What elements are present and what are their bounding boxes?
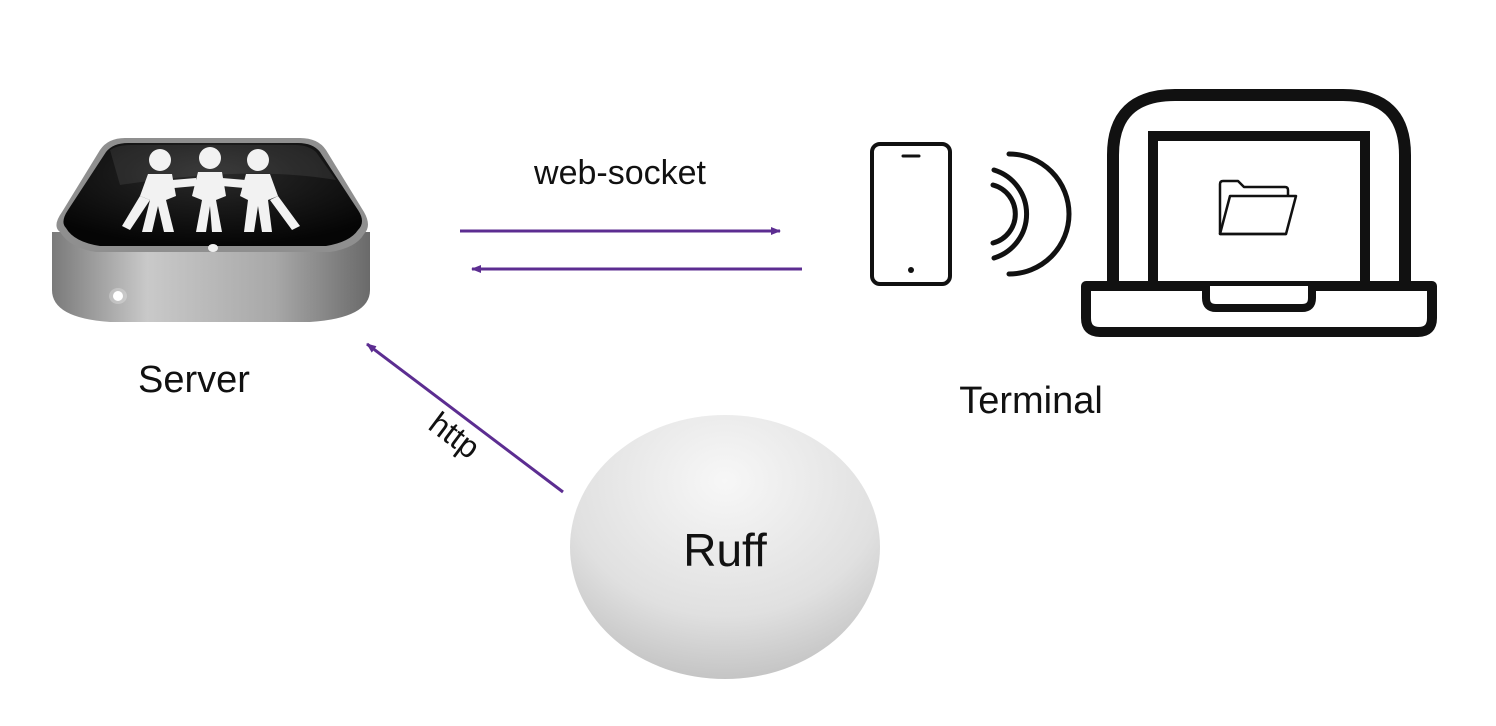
- wireless-signal-icon: [990, 151, 1072, 277]
- ruff-label: Ruff: [683, 524, 767, 576]
- server-icon: [52, 138, 370, 322]
- people-icon: [122, 147, 300, 232]
- server-label: Server: [138, 359, 250, 401]
- http-label: http: [422, 405, 486, 466]
- http-edge: http: [366, 342, 564, 494]
- folder-icon: [1218, 179, 1298, 236]
- ruff-node: Ruff: [570, 415, 880, 679]
- websocket-label: web-socket: [533, 154, 707, 192]
- http-arrow: [366, 342, 564, 494]
- laptop-icon: [1081, 89, 1437, 337]
- websocket-edge: web-socket: [460, 154, 802, 273]
- smartphone-icon: [870, 142, 952, 286]
- terminal-label: Terminal: [959, 380, 1103, 422]
